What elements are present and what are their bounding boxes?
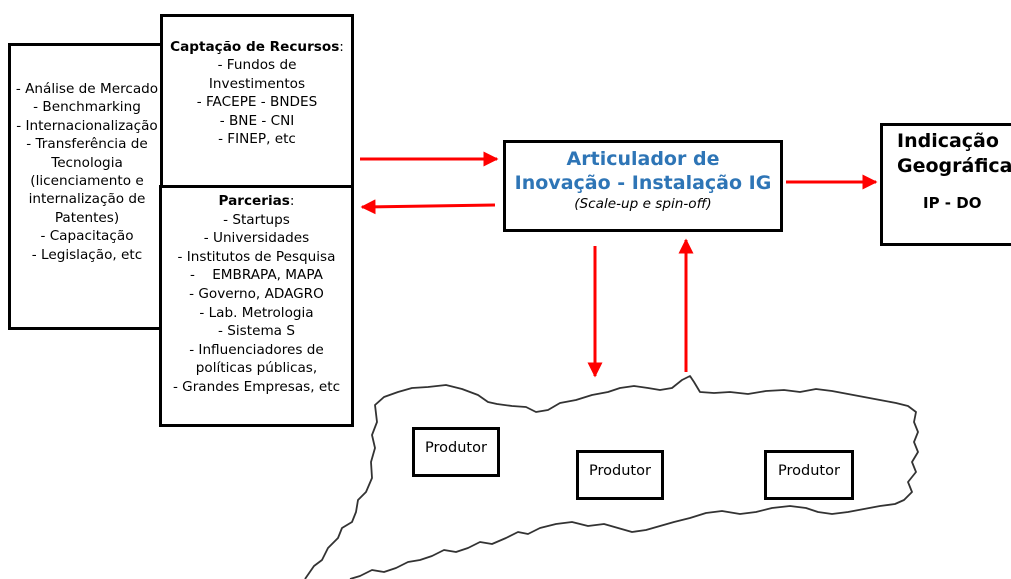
strategy-box: - Análise de Mercado - Benchmarking - In… — [8, 43, 166, 330]
strategy-item: - Análise de Mercado — [15, 81, 159, 97]
ig-subtitle: IP - DO — [923, 194, 982, 212]
parcerias-item: - Influenciadores de — [189, 341, 324, 358]
parcerias-item: - EMBRAPA, MAPA — [190, 267, 323, 284]
strategy-item: - Transferência de — [26, 136, 148, 153]
parcerias-heading: Parcerias — [218, 193, 290, 209]
strategy-item: - Legislação, etc — [31, 246, 143, 263]
strategy-item: - Internacionalização — [16, 117, 158, 134]
parcerias-item: - Lab. Metrologia — [199, 304, 314, 321]
strategy-item: - Capacitação — [40, 228, 134, 245]
captacao-heading-suffix: : — [339, 39, 344, 55]
parcerias-item: - Grandes Empresas, etc — [172, 378, 341, 395]
parcerias-item: - Startups — [223, 211, 290, 228]
region-map-outline — [304, 375, 919, 579]
articulador-title-line-1: Articulador de — [566, 148, 720, 170]
strategy-item: Tecnologia — [51, 154, 123, 171]
parcerias-item: - Governo, ADAGRO — [189, 285, 324, 302]
parcerias-heading-suffix: : — [289, 193, 295, 209]
strategy-item: - Benchmarking — [33, 99, 141, 116]
ig-title-line-1: Indicação — [897, 130, 999, 152]
arrow-articulador-to-parcerias — [360, 199, 496, 215]
parcerias-item: - Sistema S — [218, 323, 295, 340]
produtor-box: Produtor — [764, 450, 854, 500]
parcerias-heading-line: Parcerias: — [162, 192, 351, 211]
captacao-item: - BNE - CNI — [219, 112, 295, 129]
strategy-item: internalização de — [28, 191, 146, 208]
captacao-recursos-box: Captação de Recursos: - Fundos de Invest… — [160, 14, 354, 188]
produtor-box: Produtor — [412, 427, 500, 477]
parcerias-box: Parcerias: - Startups - Universidades - … — [159, 185, 354, 427]
ig-title-line-2: Geográfica — [897, 155, 1011, 177]
strategy-item: (licenciamento e — [30, 173, 144, 190]
captacao-item: - FACEPE - BNDES — [196, 94, 318, 111]
articulador-subtitle: (Scale-up e spin-off) — [574, 196, 712, 212]
captacao-heading-line: Captação de Recursos: — [163, 38, 351, 56]
strategy-item: Patentes) — [54, 209, 120, 226]
captacao-heading: Captação de Recursos — [170, 39, 340, 55]
produtor-box: Produtor — [576, 450, 664, 500]
parcerias-item: - Institutos de Pesquisa — [177, 248, 336, 265]
captacao-item: Investimentos — [208, 75, 306, 92]
parcerias-item: - Universidades — [203, 230, 310, 247]
captacao-item: - Fundos de — [217, 57, 297, 74]
parcerias-item: políticas públicas, — [195, 360, 318, 377]
captacao-item: - FINEP, etc — [218, 131, 296, 148]
articulador-box: Articulador de Inovação - Instalação IG … — [503, 140, 783, 232]
indicacao-geografica-box: Indicação Geográfica IP - DO — [880, 123, 1011, 246]
articulador-title-line-2: Inovação - Instalação IG — [514, 172, 772, 194]
